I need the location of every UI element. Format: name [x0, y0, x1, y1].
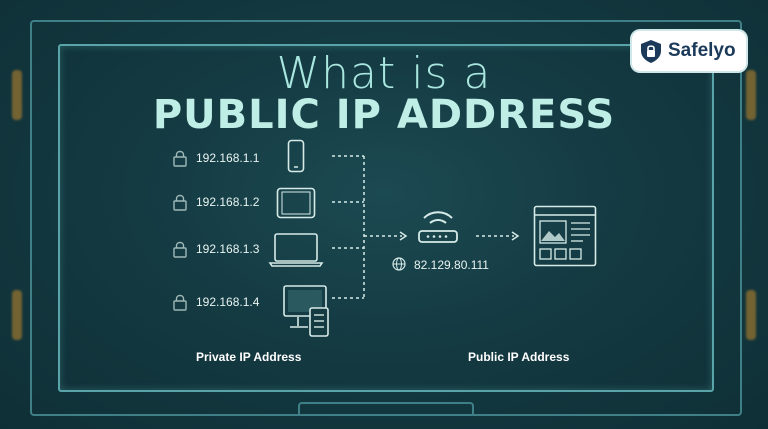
device-row-3: 192.168.1.3	[172, 232, 282, 266]
web-page-icon	[533, 205, 597, 267]
safelyo-logo: Safelyo	[632, 31, 746, 71]
connection-lines	[332, 155, 520, 299]
bottom-frame-tab	[298, 402, 474, 416]
right-top-glow	[746, 70, 756, 120]
device-ip: 192.168.1.4	[196, 295, 260, 309]
title-line-1: What is a	[276, 48, 492, 99]
smartphone-icon	[287, 139, 305, 173]
left-top-glow	[12, 70, 22, 120]
lock-icon	[173, 241, 187, 258]
brand-name: Safelyo	[668, 40, 736, 61]
desktop-computer-icon	[283, 285, 329, 337]
device-row-2: 192.168.1.2	[172, 185, 282, 219]
globe-icon	[392, 257, 406, 271]
device-ip: 192.168.1.1	[196, 151, 260, 165]
inner-frame	[58, 44, 714, 392]
device-row-1: 192.168.1.1	[172, 141, 282, 175]
shield-lock-icon	[641, 40, 661, 63]
wifi-router-icon	[418, 211, 458, 243]
laptop-icon	[268, 233, 324, 267]
lock-icon	[173, 150, 187, 167]
left-bottom-glow	[12, 290, 22, 340]
device-ip: 192.168.1.3	[196, 242, 260, 256]
lock-icon	[173, 294, 187, 311]
device-ip: 192.168.1.2	[196, 195, 260, 209]
right-bottom-glow	[746, 290, 756, 340]
title-line-2: PUBLIC IP ADDRESS	[152, 92, 616, 138]
outer-frame	[30, 20, 742, 416]
private-ip-caption: Private IP Address	[196, 350, 302, 364]
public-ip-value: 82.129.80.111	[414, 258, 489, 272]
device-row-4: 192.168.1.4	[172, 285, 282, 319]
public-ip-caption: Public IP Address	[468, 350, 570, 364]
tablet-icon	[276, 187, 316, 219]
lock-icon	[173, 194, 187, 211]
